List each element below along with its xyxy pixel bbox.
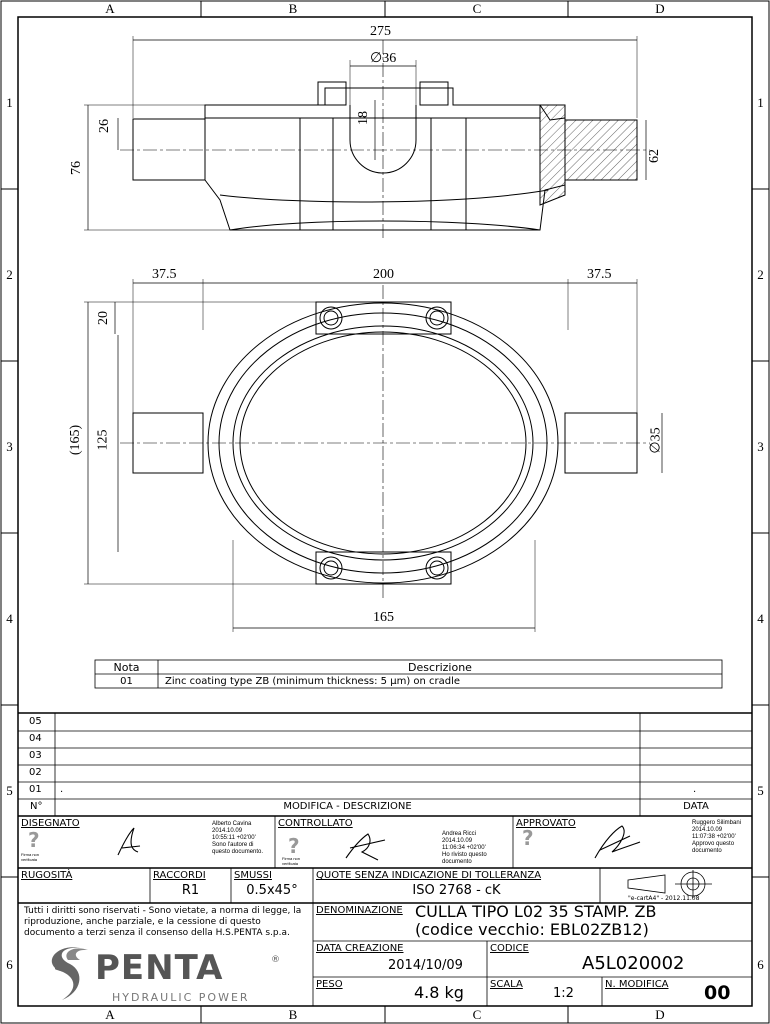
rev-row-04: 04	[29, 733, 42, 744]
dim-outer-height: (165)	[68, 424, 84, 456]
zone-row-1-right: 1	[757, 95, 764, 110]
question-icon: ?	[288, 834, 300, 858]
rugosita-label: RUGOSITÀ	[21, 870, 73, 881]
dim-top-width: 275	[370, 24, 391, 39]
signature-cavina	[117, 827, 141, 856]
rev-header-date: DATA	[683, 801, 709, 812]
question-icon: ?	[28, 828, 40, 852]
top-view	[84, 279, 663, 632]
penta-logo-mark	[51, 947, 88, 1000]
rev-row-01: 01	[29, 784, 42, 795]
rev-row-01-desc: .	[60, 784, 64, 795]
notes-row-num: 01	[120, 676, 133, 687]
zone-row-1-left: 1	[6, 95, 13, 110]
firma-note-2: Firma non verificata	[282, 856, 301, 866]
front-view	[84, 36, 650, 240]
n-modifica-label: N. MODIFICA	[605, 979, 669, 990]
zone-col-a-bottom: A	[105, 1007, 115, 1022]
rev-row-03: 03	[29, 750, 42, 761]
ecart-note: "e-cartA4" - 2012.11.08	[628, 895, 700, 902]
raccordi-label: RACCORDI	[153, 870, 206, 881]
logo-text: PENTA	[95, 948, 224, 988]
zone-row-2-left: 2	[6, 267, 13, 282]
dim-slot-depth: 18	[356, 111, 371, 125]
disegnato-signature-text: Alberto Cavina 2014.10.09 10:55:11 +02'0…	[212, 821, 264, 855]
dim-bar-offset: 20	[96, 311, 111, 325]
dim-pin-offset: 26	[97, 119, 112, 133]
zone-col-b-top: B	[288, 1, 298, 16]
codice-label: CODICE	[490, 943, 529, 954]
zone-row-2-right: 2	[757, 267, 764, 282]
zone-col-c-bottom: C	[472, 1007, 482, 1022]
rev-row-02: 02	[29, 767, 42, 778]
zone-col-c-top: C	[472, 1, 482, 16]
logo-registered: ®	[271, 955, 280, 965]
dim-right-ext: 37.5	[587, 267, 612, 282]
dim-pin-dia: ∅35	[648, 427, 664, 454]
zone-col-d-top: D	[655, 1, 665, 16]
rights-text: Tutti i diritti sono riservati - Sono vi…	[24, 906, 302, 938]
n-modifica-value: 00	[704, 982, 731, 1004]
zone-col-a-top: A	[105, 1, 115, 16]
raccordi-value: R1	[181, 883, 200, 898]
smussi-label: SMUSSI	[234, 870, 272, 881]
zone-col-b-bottom: B	[288, 1007, 298, 1022]
scala-value: 1:2	[553, 986, 574, 1001]
dim-height: 76	[69, 161, 84, 175]
question-icon: ?	[522, 826, 534, 850]
approvato-signature-text: Ruggero Silimbani 2014.10.09 11:07:38 +0…	[692, 820, 742, 854]
zone-row-4-right: 4	[757, 611, 764, 626]
zone-row-5-left: 5	[6, 783, 13, 798]
zone-row-6-right: 6	[757, 957, 764, 972]
dim-inner-width: 165	[373, 610, 394, 625]
notes-header-nota: Nota	[113, 661, 140, 674]
rev-header-num: N°	[30, 801, 43, 812]
controllato-label: CONTROLLATO	[278, 818, 353, 829]
denominazione-label: DENOMINAZIONE	[316, 905, 403, 916]
zone-col-d-bottom: D	[655, 1007, 665, 1022]
signature-ricci	[345, 833, 386, 861]
dim-bore: ∅36	[370, 51, 397, 66]
tolleranze-value: ISO 2768 - cK	[412, 883, 501, 898]
data-creazione-value: 2014/10/09	[388, 958, 463, 973]
zone-row-4-left: 4	[6, 611, 13, 626]
scala-label: SCALA	[490, 979, 523, 990]
zone-row-3-left: 3	[6, 439, 13, 454]
dim-pin-dia-section: 62	[647, 149, 662, 163]
zone-row-5-right: 5	[757, 783, 764, 798]
disegnato-label: DISEGNATO	[21, 818, 80, 829]
data-creazione-label: DATA CREAZIONE	[316, 943, 404, 954]
controllato-signature-text: Andrea Ricci 2014.10.09 11:06:34 +02'00'…	[442, 831, 487, 865]
rev-row-01-date: .	[693, 784, 697, 795]
zone-row-6-left: 6	[6, 957, 13, 972]
peso-label: PESO	[316, 979, 343, 990]
zone-row-3-right: 3	[757, 439, 764, 454]
dim-left-ext: 37.5	[152, 267, 177, 282]
denominazione-value: CULLA TIPO L02 35 STAMP. ZB (codice vecc…	[415, 902, 657, 939]
rev-header-desc: MODIFICA - DESCRIZIONE	[283, 801, 412, 812]
notes-header-descrizione: Descrizione	[408, 661, 472, 674]
approvato-label: APPROVATO	[516, 818, 576, 829]
tolleranze-label: QUOTE SENZA INDICAZIONE DI TOLLERANZA	[316, 870, 542, 881]
rev-row-05: 05	[29, 716, 42, 727]
dim-inner-height: 125	[95, 429, 111, 451]
dim-span: 200	[373, 267, 394, 282]
peso-value: 4.8 kg	[414, 983, 464, 1002]
codice-value: A5L020002	[582, 953, 685, 974]
logo-subtitle: HYDRAULIC POWER	[112, 991, 250, 1004]
smussi-value: 0.5x45°	[246, 883, 298, 898]
notes-row-desc: Zinc coating type ZB (minimum thickness:…	[165, 676, 461, 687]
signature-silimbani	[594, 825, 641, 859]
firma-note-1: Firma non verificata	[21, 852, 40, 862]
